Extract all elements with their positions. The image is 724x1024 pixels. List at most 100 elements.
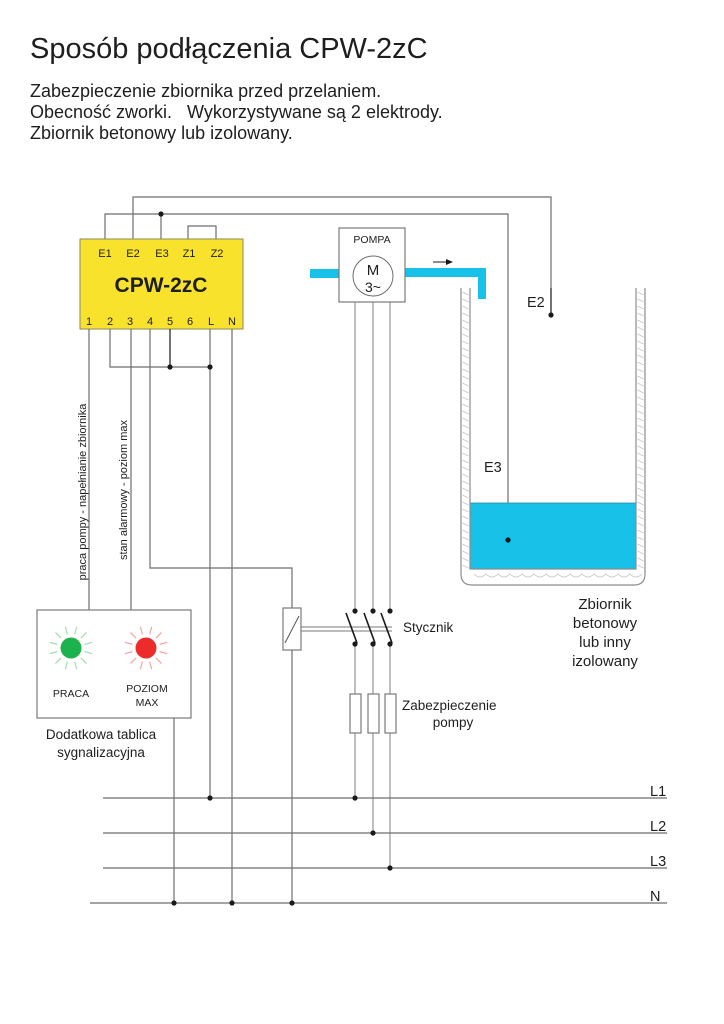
supply-label-l3: L3	[650, 854, 666, 870]
supply-label-l1: L1	[650, 784, 666, 800]
led-ray	[49, 641, 58, 645]
hatch-mark	[462, 347, 469, 352]
motor-phase: 3~	[365, 279, 381, 295]
hatch-mark	[637, 438, 644, 443]
hatch-mark	[637, 410, 644, 415]
led-ray	[64, 626, 68, 635]
junction-dot	[370, 608, 376, 614]
led-ray	[130, 632, 137, 639]
hatch-mark	[462, 529, 469, 534]
hatch-mark	[533, 573, 547, 578]
junction-dots	[158, 211, 554, 906]
hatch-mark	[462, 312, 469, 317]
terminal-2: 2	[107, 316, 113, 328]
hatch-mark	[637, 459, 644, 464]
contactor-contacts	[345, 612, 393, 644]
page-title: Sposób podłączenia CPW-2zC	[30, 33, 428, 65]
description-line-3: Zbiornik betonowy lub izolowany.	[30, 123, 293, 143]
terminal-1: 1	[86, 316, 92, 328]
hatch-mark	[605, 573, 619, 578]
led-ray	[139, 626, 143, 635]
hatch-mark	[462, 340, 469, 345]
hatch-mark	[462, 452, 469, 457]
junction-dot	[352, 795, 358, 801]
hatch-mark	[637, 340, 644, 345]
label-alarm: stan alarmowy - poziom max	[118, 420, 130, 560]
terminal-e3: E3	[155, 248, 168, 260]
junction-dot	[370, 830, 376, 836]
junction-dot	[207, 364, 213, 370]
contact-blade-1	[345, 612, 358, 644]
hatch-mark	[637, 424, 644, 429]
hatch-mark	[462, 403, 469, 408]
hatch-mark	[462, 515, 469, 520]
hatch-mark	[462, 494, 469, 499]
terminal-6: 6	[187, 316, 193, 328]
led-ray	[130, 657, 137, 664]
hatch-mark	[462, 396, 469, 401]
hatch-mark	[637, 501, 644, 506]
hatch-mark	[462, 291, 469, 296]
hatch-mark	[637, 536, 644, 541]
hatch-mark	[462, 319, 469, 324]
hatch-mark	[637, 431, 644, 436]
hatch-mark	[462, 389, 469, 394]
hatch-mark	[462, 354, 469, 359]
terminal-l: L	[208, 316, 214, 328]
led-ray	[84, 651, 93, 655]
hatch-mark	[637, 522, 644, 527]
led-ray	[159, 651, 168, 655]
hatch-mark	[509, 573, 523, 578]
description-line-2: Obecność zworki. Wykorzystywane są 2 ele…	[30, 102, 443, 122]
coil-diagonal	[284, 615, 300, 644]
hatch-mark	[462, 501, 469, 506]
tank-water	[469, 502, 637, 570]
hatch-mark	[637, 515, 644, 520]
tank-label-line-4: izolowany	[572, 653, 638, 670]
motor-letter: M	[367, 262, 380, 279]
hatch-mark	[637, 508, 644, 513]
terminal-n: N	[228, 316, 236, 328]
hatch-mark	[637, 368, 644, 373]
led-ray	[55, 657, 62, 664]
led-ray	[55, 632, 62, 639]
tank-wall-hatch	[462, 291, 644, 578]
hatch-mark	[557, 573, 571, 578]
indicator-poziom-label-2: MAX	[136, 697, 159, 709]
junction-dot	[171, 900, 177, 906]
hatch-mark	[462, 543, 469, 548]
hatch-mark	[462, 361, 469, 366]
hatch-mark	[462, 298, 469, 303]
junction-dot	[158, 211, 164, 217]
hatch-mark	[462, 445, 469, 450]
led-ray	[84, 641, 93, 645]
hatch-mark	[462, 487, 469, 492]
hatch-mark	[462, 333, 469, 338]
hatch-mark	[462, 305, 469, 310]
led-ray	[74, 626, 78, 635]
electrode-e2-label: E2	[527, 295, 545, 311]
hatch-mark	[637, 389, 644, 394]
led-praca-icon	[49, 626, 93, 670]
junction-dot	[387, 865, 393, 871]
hatch-mark	[637, 417, 644, 422]
motor-symbol	[352, 255, 394, 297]
hatch-mark	[637, 494, 644, 499]
hatch-mark	[637, 403, 644, 408]
hatch-mark	[462, 382, 469, 387]
hatch-mark	[637, 305, 644, 310]
hatch-mark	[462, 550, 469, 555]
panel-caption-line-2: sygnalizacyjna	[57, 745, 145, 760]
hatch-mark	[462, 417, 469, 422]
hatch-mark	[637, 291, 644, 296]
hatch-mark	[637, 375, 644, 380]
wire-terminal-2	[109, 329, 210, 368]
hatch-mark	[485, 573, 499, 578]
hatch-mark	[581, 573, 595, 578]
contactor-label: Stycznik	[403, 620, 454, 635]
supply-label-n: N	[650, 889, 660, 905]
hatch-mark	[473, 573, 487, 578]
terminal-z2: Z2	[211, 248, 224, 260]
hatch-mark	[462, 459, 469, 464]
hatch-mark	[637, 347, 644, 352]
